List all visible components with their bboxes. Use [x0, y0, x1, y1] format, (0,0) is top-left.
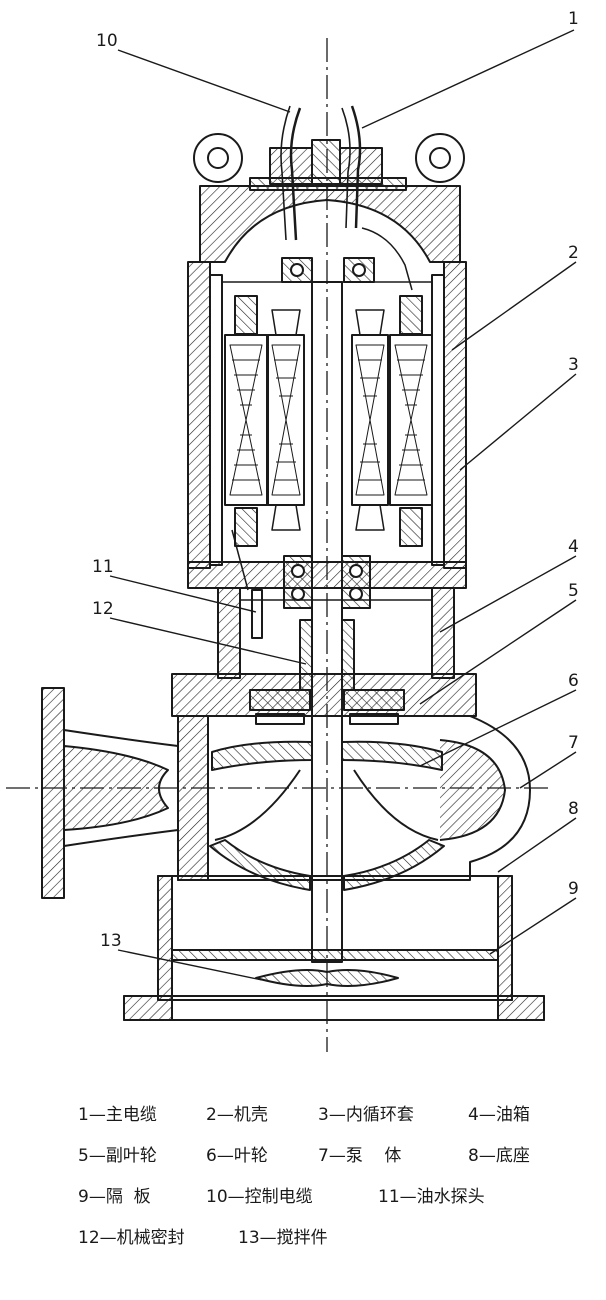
main-cable [350, 105, 362, 229]
callout-8: 8 [568, 799, 579, 819]
auxiliary-impeller [249, 689, 405, 725]
legend-item: 1—主电缆 [78, 1105, 157, 1125]
callout-13: 13 [100, 931, 122, 951]
oil-water-probe [251, 589, 263, 639]
legend-item: 8—底座 [468, 1146, 530, 1166]
upper-bearings [281, 257, 375, 283]
legend-item: 10—控制电缆 [206, 1187, 313, 1207]
legend-item: 11—油水探头 [378, 1187, 485, 1207]
base [123, 875, 545, 1021]
legend-item: 5—副叶轮 [78, 1146, 157, 1166]
callout-7: 7 [568, 733, 579, 753]
legend-row: 1—主电缆 2—机壳 3—内循环套 4—油箱 [0, 1100, 606, 1141]
legend-item: 7—泵 体 [318, 1146, 402, 1166]
pump-body-volute [177, 715, 531, 881]
legend-item: 3—内循环套 [318, 1105, 414, 1125]
callout-10: 10 [96, 31, 118, 51]
outlet-flange [41, 687, 179, 899]
stator-right [351, 295, 433, 547]
legend-item: 6—叶轮 [206, 1146, 268, 1166]
partition-plate [171, 949, 499, 961]
legend-item: 2—机壳 [206, 1105, 268, 1125]
oil-chamber-left [217, 587, 241, 679]
stator-left [224, 295, 305, 547]
parts-legend: 1—主电缆 2—机壳 3—内循环套 4—油箱 5—副叶轮 6—叶轮 7—泵 体 … [0, 1100, 606, 1280]
lifting-eye-left [193, 133, 243, 183]
legend-item: 12—机械密封 [78, 1228, 185, 1248]
housing-right-wall [443, 261, 467, 569]
callout-9: 9 [568, 879, 579, 899]
impeller [209, 740, 445, 891]
legend-item: 13—搅拌件 [238, 1228, 328, 1248]
callout-4: 4 [568, 537, 579, 557]
callout-6: 6 [568, 671, 579, 691]
control-cable [289, 107, 302, 241]
legend-row: 5—副叶轮 6—叶轮 7—泵 体 8—底座 [0, 1141, 606, 1182]
stirring-piece [255, 969, 399, 987]
callout-12: 12 [92, 599, 114, 619]
legend-item: 4—油箱 [468, 1105, 530, 1125]
callout-5: 5 [568, 581, 579, 601]
callout-1: 1 [568, 9, 579, 29]
callout-3: 3 [568, 355, 579, 375]
pump-cross-section-drawing: 1 10 2 3 4 5 6 7 8 9 11 12 13 [6, 9, 579, 1052]
callout-2: 2 [568, 243, 579, 263]
legend-item: 9—隔 板 [78, 1187, 151, 1207]
callout-11: 11 [92, 557, 114, 577]
top-cover [199, 185, 461, 263]
housing-left-wall [187, 261, 211, 569]
legend-row: 12—机械密封 13—搅拌件 [0, 1223, 606, 1264]
legend-row: 9—隔 板 10—控制电缆 11—油水探头 [0, 1182, 606, 1223]
lifting-eye-right [415, 133, 465, 183]
oil-chamber-right [431, 587, 455, 679]
